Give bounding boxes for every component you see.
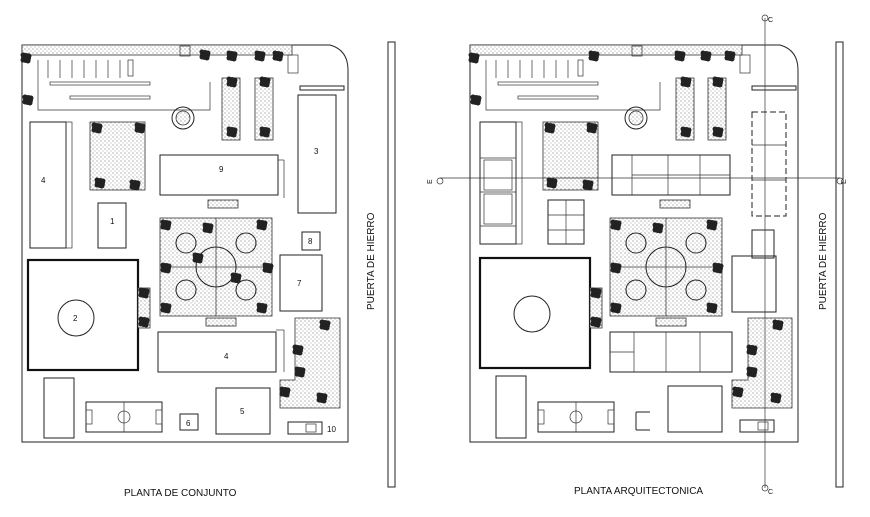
section-mark-c-top: C — [768, 17, 773, 24]
right-south-building — [609, 331, 733, 373]
left-building-10 — [287, 421, 323, 435]
left-label-10: 10 — [327, 425, 336, 434]
left-building-6 — [179, 413, 199, 431]
section-mark-c-bottom: C — [768, 489, 773, 496]
left-bottom-lot — [43, 377, 75, 439]
left-label-7: 7 — [297, 279, 302, 288]
left-central-plaza — [159, 217, 274, 317]
right-caption: PLANTA ARQUITECTONICA — [574, 486, 703, 497]
left-label-9: 9 — [219, 165, 224, 174]
right-site-boundary — [469, 44, 799, 443]
section-mark-e-right: E — [841, 179, 848, 184]
left-roundabout — [171, 106, 195, 130]
right-gate-wall — [835, 41, 844, 488]
right-northeast-building — [751, 111, 787, 217]
right-parking — [485, 59, 661, 111]
right-se-garden — [731, 317, 793, 409]
left-soccer-field — [85, 401, 163, 433]
left-gate-wall — [387, 41, 396, 488]
left-site-boundary — [21, 44, 349, 443]
left-plan: 4 9 3 1 — [20, 41, 396, 499]
right-section-lines — [436, 14, 844, 492]
left-building-1 — [97, 202, 127, 249]
left-building-4-west — [29, 121, 67, 249]
right-central-plaza — [609, 217, 724, 317]
left-building-9 — [159, 154, 279, 196]
left-top-planter — [21, 44, 293, 56]
left-label-1: 1 — [110, 217, 115, 226]
right-large-hall — [478, 256, 592, 370]
left-caption: PLANTA DE CONJUNTO — [124, 488, 237, 499]
right-soccer-field — [537, 401, 615, 433]
left-label-2: 2 — [73, 314, 78, 323]
left-label-4b: 4 — [224, 352, 229, 361]
left-label-4a: 4 — [41, 176, 46, 185]
left-label-5: 5 — [240, 407, 245, 416]
left-building-2 — [26, 258, 140, 372]
left-label-6: 6 — [186, 419, 191, 428]
section-mark-e-left: E — [427, 179, 434, 184]
left-se-garden — [279, 317, 341, 409]
left-gate-label: PUERTA DE HIERRO — [366, 212, 377, 310]
right-north-building — [611, 154, 731, 196]
left-parking — [37, 59, 211, 111]
left-building-8 — [301, 231, 321, 251]
left-building-5 — [215, 387, 271, 435]
left-building-3 — [297, 94, 337, 214]
right-plan: E E C C PUERTA DE HIERRO PLANTA ARQUITEC… — [427, 14, 848, 497]
left-building-4-south — [157, 331, 277, 373]
right-grid-building — [547, 199, 585, 245]
left-label-8: 8 — [308, 237, 313, 246]
right-gate-label: PUERTA DE HIERRO — [818, 212, 829, 310]
right-west-building — [479, 121, 523, 245]
left-label-3: 3 — [314, 147, 319, 156]
left-building-7 — [279, 254, 323, 312]
